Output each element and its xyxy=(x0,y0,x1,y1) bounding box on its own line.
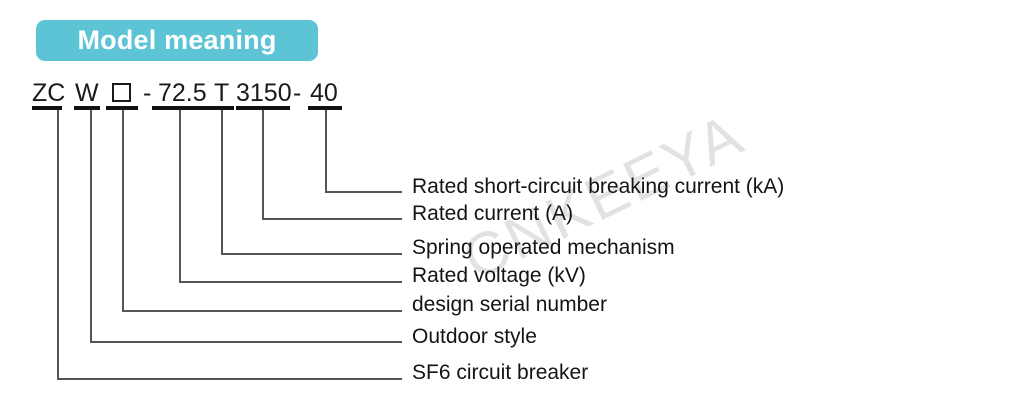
header-badge: Model meaning xyxy=(36,20,318,61)
leader-line-horizontal xyxy=(122,310,402,312)
segment-underline xyxy=(308,106,342,110)
segment-underline xyxy=(212,106,234,110)
code-token-placeholder-box xyxy=(112,83,131,102)
leader-line-horizontal xyxy=(57,378,402,380)
leader-line-horizontal xyxy=(90,341,402,343)
description-label-rated-short-circuit-breaking-current: Rated short-circuit breaking current (kA… xyxy=(412,175,785,198)
code-token: ZC xyxy=(32,79,66,107)
description-label-sf6-circuit-breaker: SF6 circuit breaker xyxy=(412,361,589,384)
leader-line-horizontal xyxy=(179,281,402,283)
leader-line-vertical xyxy=(179,110,181,281)
description-label-outdoor-style: Outdoor style xyxy=(412,325,537,348)
code-token: - xyxy=(293,79,302,107)
segment-underline xyxy=(236,106,290,110)
code-token: W xyxy=(75,79,99,107)
description-label-design-serial-number: design serial number xyxy=(412,293,607,316)
leader-line-horizontal xyxy=(325,191,402,193)
leader-line-vertical xyxy=(57,110,59,378)
leader-line-vertical xyxy=(262,110,264,218)
description-label-rated-voltage: Rated voltage (kV) xyxy=(412,264,586,287)
leader-line-vertical xyxy=(122,110,124,310)
code-token: - xyxy=(143,79,152,107)
description-label-spring-operated-mechanism: Spring operated mechanism xyxy=(412,236,675,259)
code-token: T xyxy=(214,79,230,107)
header-badge-label: Model meaning xyxy=(77,25,277,55)
leader-line-vertical xyxy=(221,110,223,253)
leader-line-horizontal xyxy=(221,253,402,255)
segment-underline xyxy=(106,106,138,110)
segment-underline xyxy=(152,106,212,110)
code-token: 3150 xyxy=(236,79,292,107)
leader-line-horizontal xyxy=(262,218,402,220)
segment-underline xyxy=(32,106,62,110)
code-token: 40 xyxy=(310,79,338,107)
code-token: 72.5 xyxy=(158,79,207,107)
description-label-rated-current: Rated current (A) xyxy=(412,202,574,225)
leader-line-vertical xyxy=(325,110,327,191)
segment-underline xyxy=(74,106,100,110)
leader-line-vertical xyxy=(90,110,92,341)
